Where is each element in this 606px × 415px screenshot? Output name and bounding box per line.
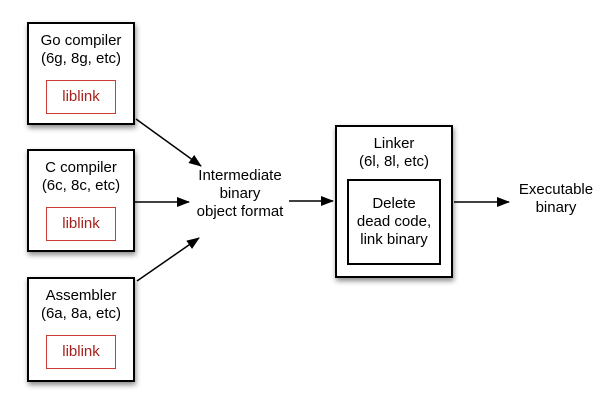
intermediate-label-line-1: Intermediate: [198, 167, 282, 184]
node-c-compiler: C compiler (6c, 8c, etc) liblink: [27, 149, 135, 252]
c-compiler-title-block: C compiler (6c, 8c, etc): [29, 151, 133, 195]
node-go-compiler: Go compiler (6g, 8g, etc) liblink: [27, 22, 135, 125]
linker-inner-line-2: dead code,: [356, 213, 432, 230]
c-compiler-liblink-label: liblink: [62, 215, 100, 232]
assembler-liblink-label: liblink: [62, 343, 100, 360]
linker-inner-box: Delete dead code, link binary: [347, 179, 441, 265]
executable-label-line-2: binary: [535, 199, 577, 216]
assembler-subtitle: (6a, 8a, etc): [40, 305, 122, 322]
linker-title: Linker: [373, 135, 415, 152]
linker-inner-line-1: Delete: [372, 195, 416, 212]
arrow-go-to-intermediate: [135, 118, 202, 167]
intermediate-label-line-2: binary: [219, 185, 261, 202]
arrow-assembler-to-intermediate: [136, 237, 200, 282]
assembler-title: Assembler: [45, 287, 117, 304]
intermediate-label-line-3: object format: [196, 203, 284, 220]
go-compiler-liblink-label: liblink: [62, 88, 100, 105]
linker-subtitle: (6l, 8l, etc): [358, 153, 430, 170]
node-linker: Linker (6l, 8l, etc) Delete dead code, l…: [335, 125, 453, 278]
node-assembler: Assembler (6a, 8a, etc) liblink: [27, 277, 135, 382]
linker-title-block: Linker (6l, 8l, etc): [337, 127, 451, 171]
c-compiler-title: C compiler: [45, 159, 117, 176]
go-compiler-title-block: Go compiler (6g, 8g, etc): [29, 24, 133, 68]
go-compiler-subtitle: (6g, 8g, etc): [40, 50, 122, 67]
assembler-title-block: Assembler (6a, 8a, etc): [29, 279, 133, 323]
c-compiler-subtitle: (6c, 8c, etc): [41, 177, 121, 194]
executable-binary-label: Executable binary: [500, 181, 606, 217]
assembler-liblink-box: liblink: [46, 335, 116, 369]
c-compiler-liblink-box: liblink: [46, 207, 116, 241]
intermediate-format-label: Intermediate binary object format: [175, 167, 305, 221]
linker-inner-line-3: link binary: [360, 231, 428, 248]
go-compiler-liblink-box: liblink: [46, 80, 116, 114]
go-compiler-title: Go compiler: [40, 32, 122, 49]
executable-label-line-1: Executable: [518, 181, 594, 198]
